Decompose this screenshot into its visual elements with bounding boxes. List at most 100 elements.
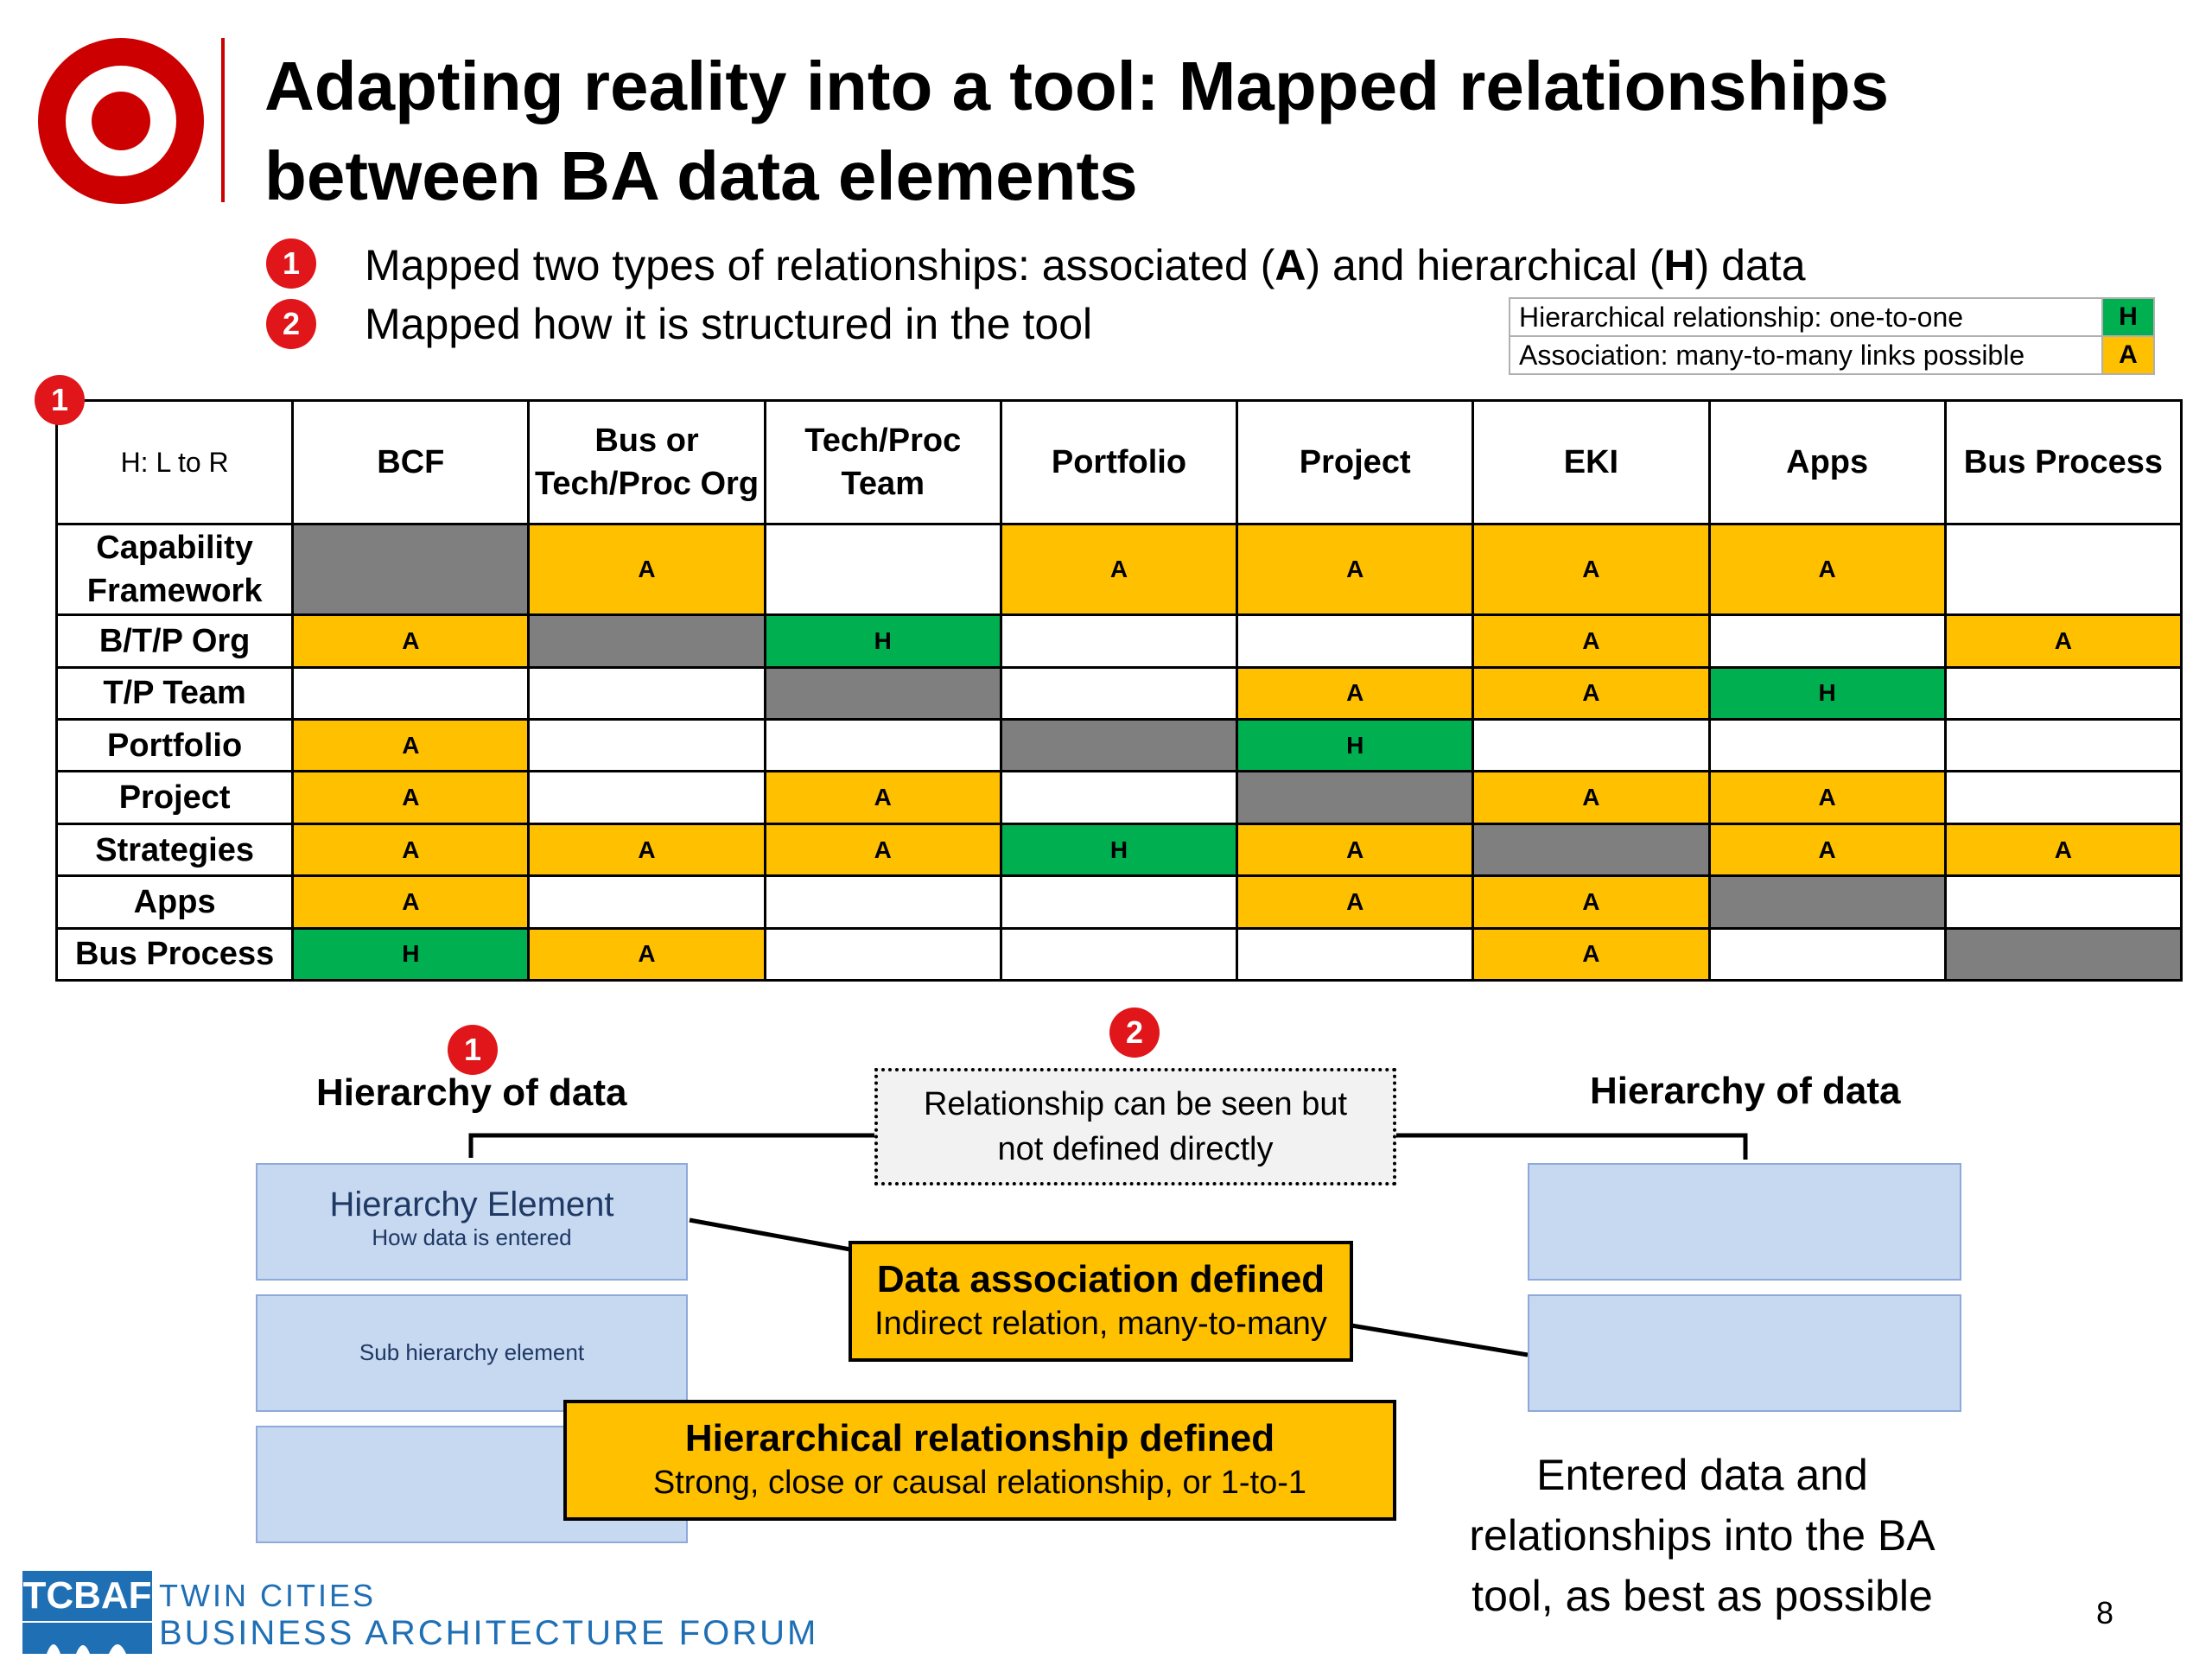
hierarchy-cell: H [999, 822, 1239, 878]
empty-cell [999, 665, 1239, 721]
bullet-text-1: Mapped two types of relationships: assoc… [365, 241, 1806, 289]
diagonal-cell [291, 522, 531, 617]
diagonal-cell [1943, 926, 2183, 982]
diagonal-cell [763, 665, 1002, 721]
sub-hierarchy-label: Sub hierarchy element [359, 1339, 585, 1365]
empty-cell [527, 874, 766, 930]
column-header: EKI [1471, 399, 1711, 525]
relationship-matrix: H: L to R BCF Bus or Tech/Proc Org Tech/… [54, 399, 2183, 982]
association-cell: A [1943, 613, 2183, 669]
data-association-title: Data association defined [876, 1258, 1325, 1300]
empty-cell [527, 718, 766, 773]
hierarchy-element-subtitle: How data is entered [372, 1224, 572, 1250]
association-cell: A [763, 822, 1002, 878]
matrix-header-row: H: L to R BCF Bus or Tech/Proc Org Tech/… [54, 399, 2183, 525]
empty-cell [999, 874, 1239, 930]
association-cell: A [999, 522, 1239, 617]
empty-cell [1943, 522, 2183, 617]
page-title: Adapting reality into a tool: Mapped rel… [264, 48, 1890, 214]
association-cell: A [1471, 926, 1711, 982]
empty-cell [763, 718, 1002, 773]
empty-cell [763, 926, 1002, 982]
target-logo-icon [38, 38, 204, 204]
hierarchy-cell: H [291, 926, 531, 982]
association-cell: A [527, 522, 766, 617]
empty-cell [527, 665, 766, 721]
association-cell: A [1236, 665, 1475, 721]
row-header: B/T/P Org [54, 613, 295, 669]
diagram-marker-1: 1 [448, 1025, 498, 1075]
association-cell: A [1943, 822, 2183, 878]
forum-name-line-1: TWIN CITIES [159, 1578, 376, 1613]
right-hierarchy-box-2 [1528, 1294, 1961, 1412]
skyline-icon [22, 1623, 152, 1654]
diagram-marker-2: 2 [1109, 1007, 1160, 1058]
empty-cell [1943, 770, 2183, 825]
hierarchy-element-title: Hierarchy Element [329, 1185, 614, 1224]
association-cell: A [291, 822, 531, 878]
row-header: Portfolio [54, 718, 295, 773]
association-cell: A [291, 874, 531, 930]
empty-cell [1707, 613, 1947, 669]
hierarchical-relationship-title: Hierarchical relationship defined [684, 1417, 1275, 1459]
hierarchical-relationship-subtitle: Strong, close or causal relationship, or… [652, 1465, 1307, 1501]
diagonal-cell [1707, 874, 1947, 930]
association-cell: A [1236, 874, 1475, 930]
empty-cell [763, 522, 1002, 617]
column-header: BCF [291, 399, 531, 525]
association-cell: A [1707, 822, 1947, 878]
matrix-corner: H: L to R [54, 399, 295, 525]
row-header: T/P Team [54, 665, 295, 721]
title-divider [221, 38, 225, 202]
hierarchical-relationship-box: Hierarchical relationship defined Strong… [563, 1400, 1396, 1521]
association-cell: A [1471, 665, 1711, 721]
empty-cell [1471, 718, 1711, 773]
entered-data-note: Entered data and relationships into the … [1469, 1451, 1936, 1620]
column-header: Apps [1707, 399, 1947, 525]
empty-cell [999, 770, 1239, 825]
relationship-note: Relationship can be seen but not defined… [874, 1068, 1396, 1185]
legend: Hierarchical relationship: one-to-one H … [1509, 297, 2155, 375]
diagonal-cell [527, 613, 766, 669]
right-hierarchy-label: Hierarchy of data [1590, 1070, 1901, 1112]
association-cell: A [1471, 770, 1711, 825]
empty-cell [999, 613, 1239, 669]
association-cell: A [1236, 522, 1475, 617]
right-hierarchy-box-1 [1528, 1163, 1961, 1281]
column-header: Tech/Proc Team [763, 399, 1002, 525]
empty-cell [1707, 926, 1947, 982]
empty-cell [291, 665, 531, 721]
row-header: Strategies [54, 822, 295, 878]
hierarchy-cell: H [1236, 718, 1475, 773]
empty-cell [1943, 874, 2183, 930]
association-cell: A [1236, 822, 1475, 878]
association-cell: A [1707, 770, 1947, 825]
legend-code-a: A [2101, 335, 2155, 375]
hierarchy-cell: H [763, 613, 1002, 669]
empty-cell [527, 770, 766, 825]
relationship-note-line: not defined directly [997, 1131, 1274, 1167]
association-cell: A [1471, 613, 1711, 669]
left-hierarchy-label: Hierarchy of data [316, 1071, 627, 1114]
legend-code-h: H [2101, 297, 2155, 337]
data-association-box: Data association defined Indirect relati… [849, 1241, 1353, 1362]
empty-cell [763, 874, 1002, 930]
column-header: Portfolio [999, 399, 1239, 525]
association-cell: A [527, 926, 766, 982]
row-header: Bus Process [54, 926, 295, 982]
hierarchy-element-box: Hierarchy Element How data is entered [256, 1163, 688, 1281]
row-header: Apps [54, 874, 295, 930]
association-cell: A [1471, 874, 1711, 930]
empty-cell [1236, 613, 1475, 669]
empty-cell [1943, 718, 2183, 773]
bullet-marker-1: 1 [266, 238, 316, 289]
association-cell: A [763, 770, 1002, 825]
column-header: Bus or Tech/Proc Org [527, 399, 766, 525]
relationship-note-line: Relationship can be seen but [923, 1086, 1348, 1122]
